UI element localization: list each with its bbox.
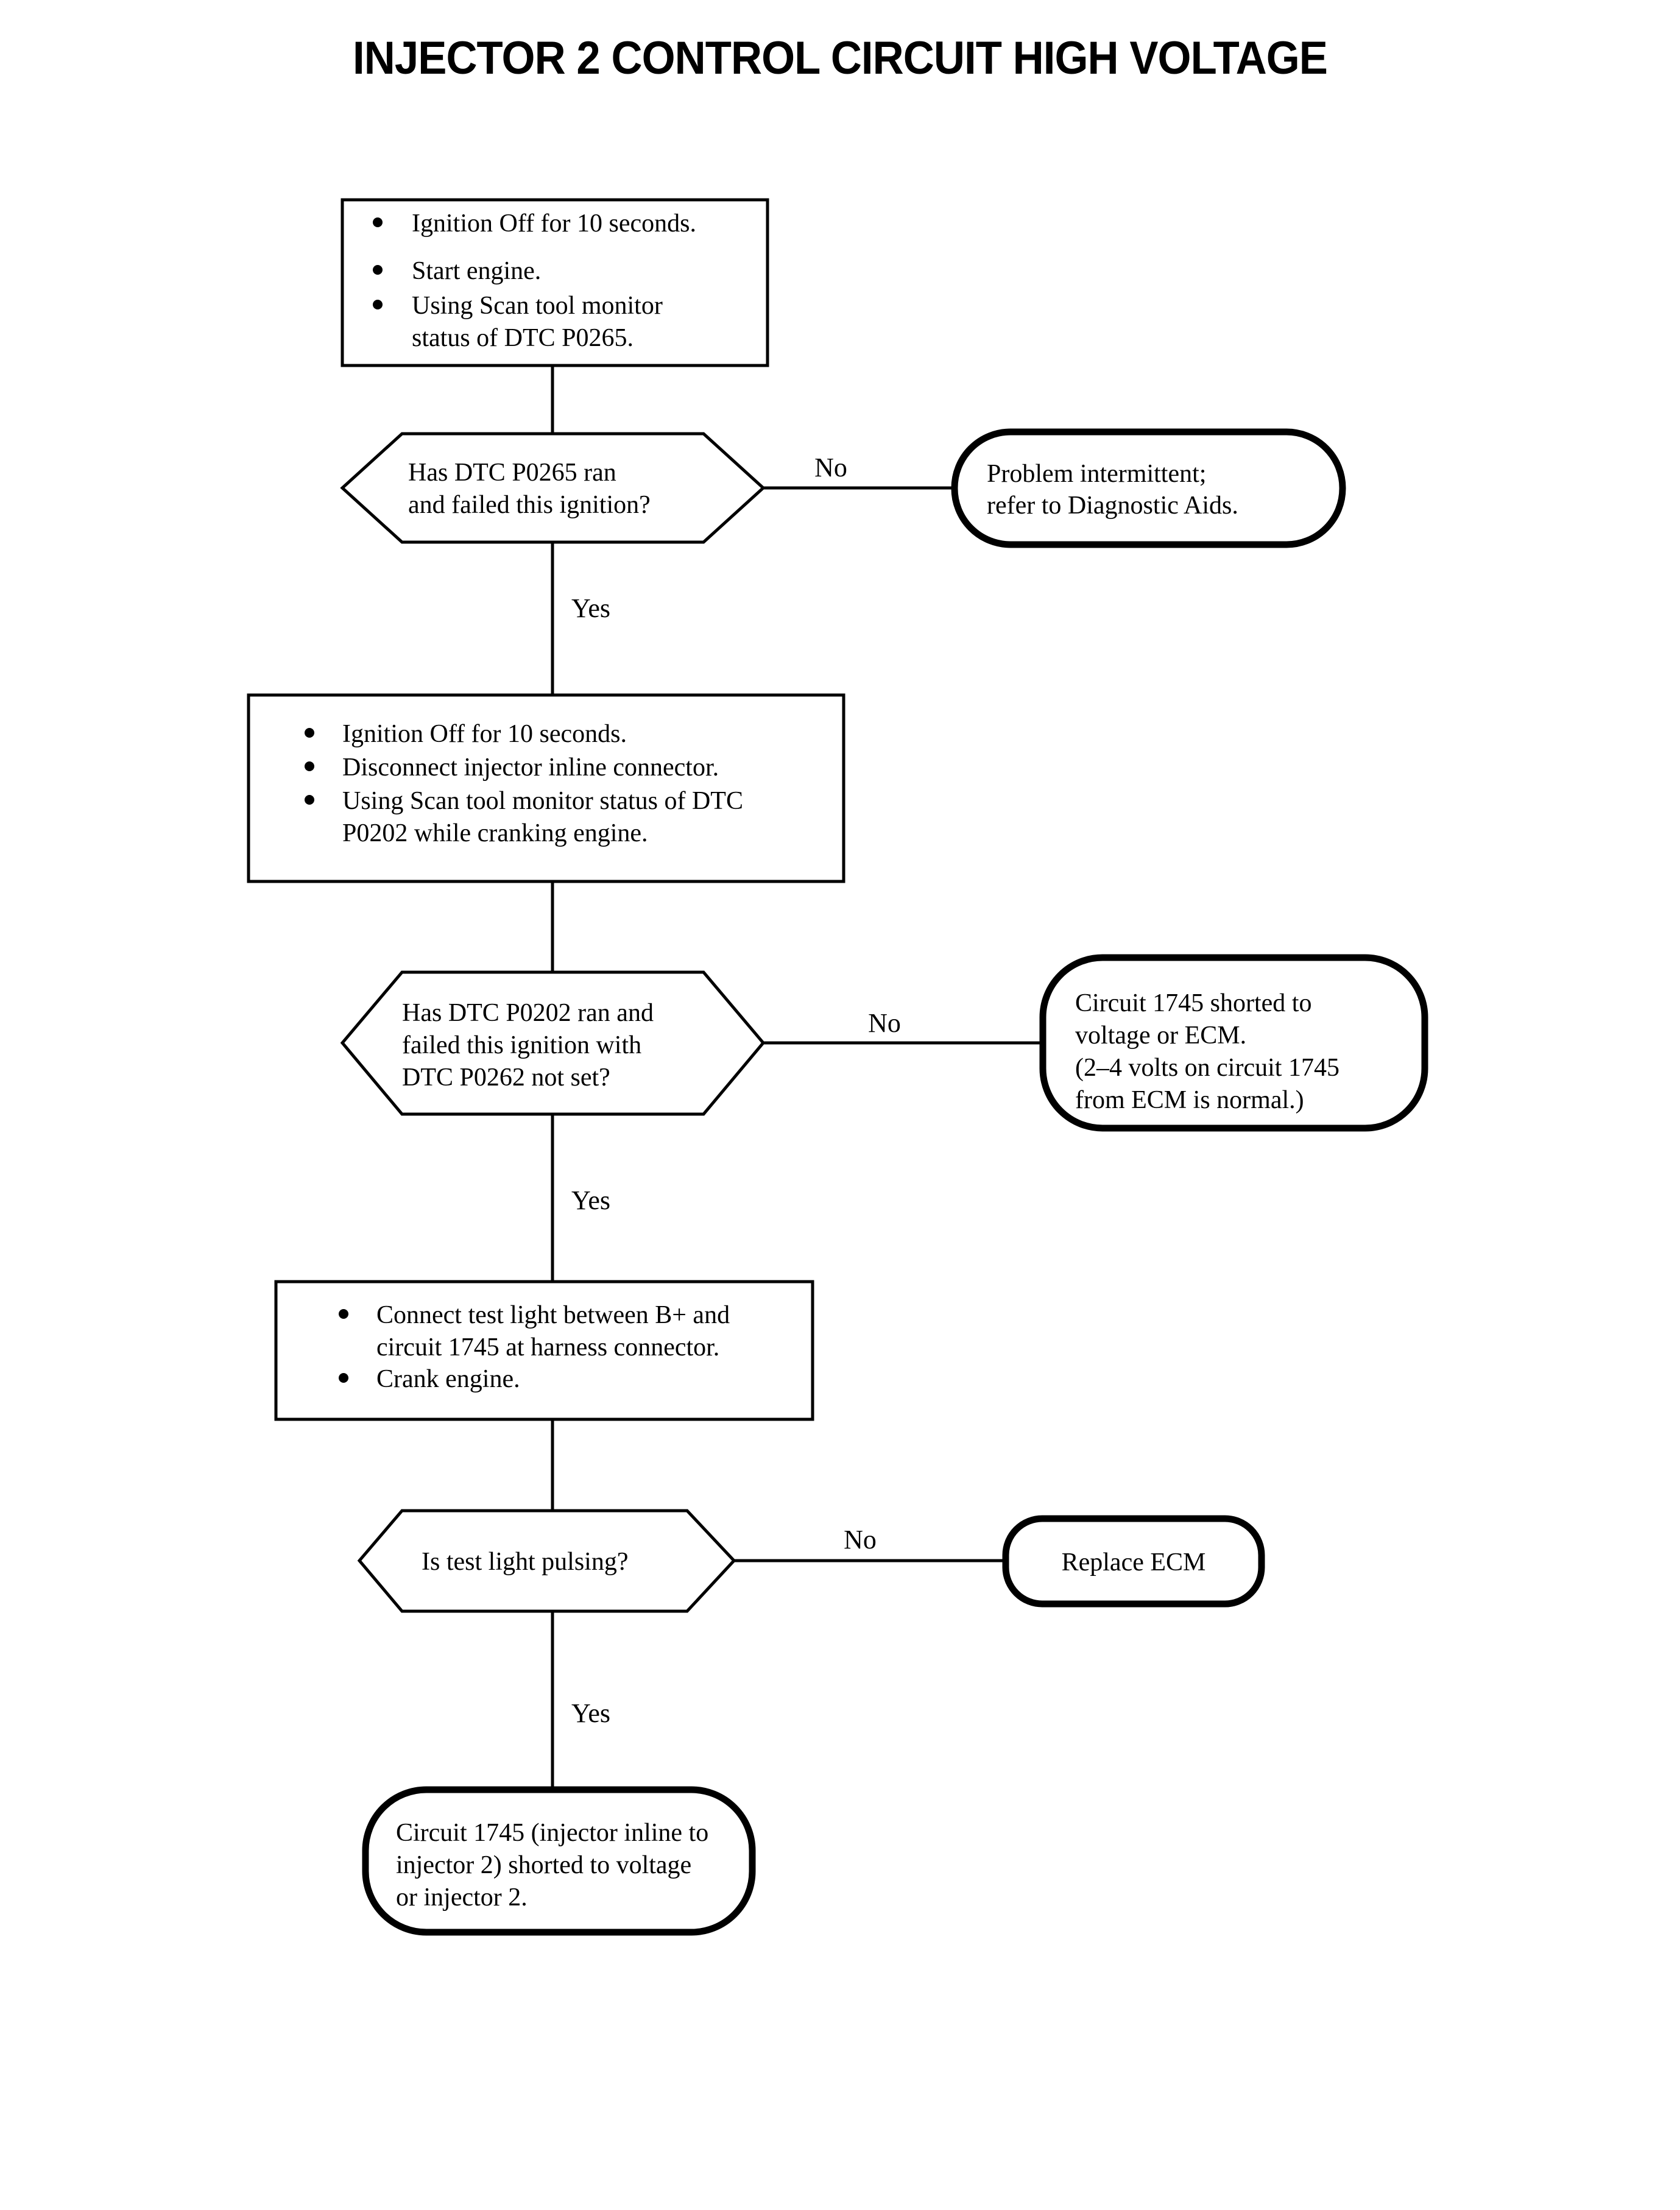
step3-line-1: Connect test light between B+ and	[376, 1301, 730, 1329]
decision3-hexagon	[357, 1509, 736, 1613]
decision2-no-label: No	[868, 1008, 901, 1038]
step1-bullet-3-icon	[373, 300, 383, 309]
decision1-line-1: Has DTC P0265 ran	[408, 459, 616, 487]
step3-box	[274, 1280, 814, 1421]
decision3-yes-label: Yes	[571, 1698, 610, 1728]
result1-terminator	[951, 428, 1346, 548]
step1-line-3: Using Scan tool monitor	[412, 292, 663, 320]
node-result3: Replace ECM	[1002, 1515, 1265, 1608]
node-result4: Circuit 1745 (injector inline to injecto…	[362, 1786, 756, 1936]
step1-line-4: status of DTC P0265.	[412, 324, 634, 352]
decision1-hexagon	[340, 432, 766, 544]
decision1-no-label: No	[814, 453, 847, 482]
result2-line-1: Circuit 1745 shorted to	[1075, 989, 1311, 1017]
step1-bullet-2-icon	[373, 265, 383, 275]
step2-bullet-2-icon	[305, 761, 314, 771]
decision1-yes-label: Yes	[571, 593, 610, 623]
step3-bullet-1-icon	[339, 1309, 348, 1319]
step1-box	[341, 198, 769, 367]
decision2-yes-label: Yes	[571, 1185, 610, 1215]
decision3-line-1: Is test light pulsing?	[422, 1548, 629, 1576]
step2-line-3: Using Scan tool monitor status of DTC	[342, 787, 743, 815]
decision2-line-1: Has DTC P0202 ran and	[402, 999, 654, 1027]
step2-line-4: P0202 while cranking engine.	[342, 819, 648, 847]
result4-line-3: or injector 2.	[396, 1883, 528, 1912]
result2-line-4: from ECM is normal.)	[1075, 1086, 1304, 1114]
step2-bullet-1-icon	[305, 728, 314, 738]
connector-group	[551, 365, 1043, 1790]
node-decision3: Is test light pulsing?	[357, 1509, 736, 1613]
node-decision1: Has DTC P0265 ran and failed this igniti…	[340, 432, 766, 544]
result1-line-1: Problem intermittent;	[987, 460, 1206, 488]
node-decision2: Has DTC P0202 ran and failed this igniti…	[340, 970, 766, 1116]
node-step2: Ignition Off for 10 seconds. Disconnect …	[247, 693, 845, 883]
step3-line-3: Crank engine.	[376, 1365, 520, 1393]
decision1-line-2: and failed this ignition?	[408, 491, 651, 519]
decision2-hexagon	[340, 970, 766, 1116]
result2-line-3: (2–4 volts on circuit 1745	[1075, 1054, 1339, 1082]
node-step3: Connect test light between B+ and circui…	[274, 1280, 814, 1421]
node-result2: Circuit 1745 shorted to voltage or ECM. …	[1039, 954, 1428, 1132]
result4-terminator	[362, 1786, 756, 1936]
step1-line-2: Start engine.	[412, 257, 541, 285]
result4-line-2: injector 2) shorted to voltage	[396, 1851, 691, 1879]
result3-terminator	[1002, 1515, 1265, 1608]
result2-terminator	[1039, 954, 1428, 1132]
decision3-no-label: No	[844, 1525, 877, 1555]
step3-line-2: circuit 1745 at harness connector.	[376, 1333, 719, 1361]
result3-line-1: Replace ECM	[1062, 1548, 1206, 1576]
result4-line-1: Circuit 1745 (injector inline to	[396, 1819, 708, 1847]
page-title: INJECTOR 2 CONTROL CIRCUIT HIGH VOLTAGE	[353, 32, 1328, 84]
step2-line-2: Disconnect injector inline connector.	[342, 754, 719, 782]
result1-line-2: refer to Diagnostic Aids.	[987, 492, 1238, 520]
step2-bullet-3-icon	[305, 795, 314, 805]
node-result1: Problem intermittent; refer to Diagnosti…	[951, 428, 1346, 548]
result2-line-2: voltage or ECM.	[1075, 1022, 1246, 1050]
step2-line-1: Ignition Off for 10 seconds.	[342, 720, 627, 748]
decision2-line-2: failed this ignition with	[402, 1031, 641, 1059]
step3-bullet-2-icon	[339, 1373, 348, 1383]
step1-bullet-1-icon	[373, 217, 383, 227]
step2-box	[247, 693, 845, 883]
node-step1: Ignition Off for 10 seconds. Start engin…	[341, 198, 769, 367]
decision2-line-3: DTC P0262 not set?	[402, 1064, 610, 1092]
step1-line-1: Ignition Off for 10 seconds.	[412, 210, 696, 238]
